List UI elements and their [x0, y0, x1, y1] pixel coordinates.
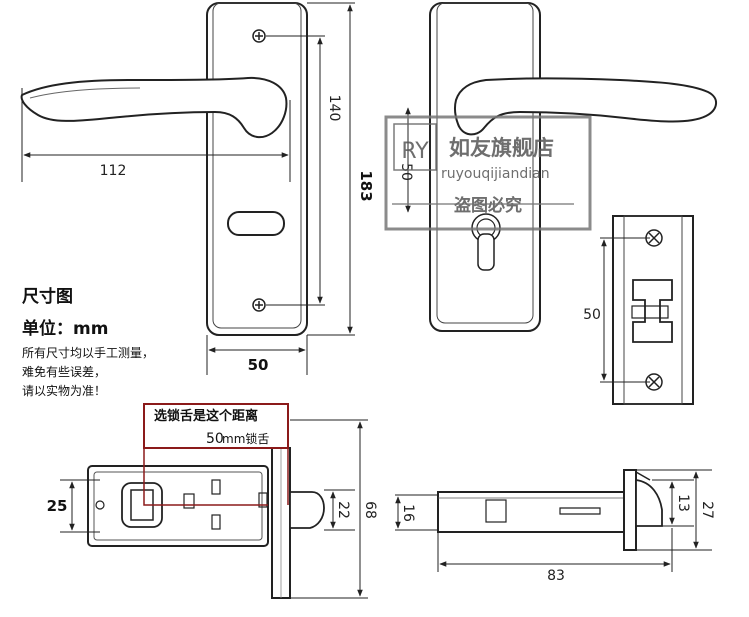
latch-case: [87, 465, 269, 547]
tongue-height-label: 16: [400, 504, 416, 522]
lever-handle: [453, 77, 717, 136]
strike-spacing-label: 50: [583, 307, 601, 323]
dimension-plate-height: 183: [307, 2, 375, 336]
latch-front-label: 22: [335, 501, 351, 519]
callout-value-number: 50: [206, 431, 224, 447]
screw-icon: [252, 298, 266, 312]
latch-height-label: 25: [47, 497, 68, 515]
latch-top-view: 83 13 27 16: [395, 469, 715, 584]
handle-height-label: 50: [398, 163, 414, 181]
dimension-handle-length: 112: [21, 88, 291, 182]
handle-length-label: 112: [100, 163, 127, 179]
escutcheon-plate: [206, 2, 308, 336]
tongue-height-2-label: 13: [675, 494, 691, 512]
info-note-line-3: 请以实物为准！: [22, 384, 107, 398]
info-unit: 单位：mm: [22, 319, 109, 339]
hole-spacing-label: 140: [326, 95, 342, 122]
strike-plate-view: 50: [583, 215, 694, 405]
lock-cylinder: [471, 213, 501, 271]
back-handle-view: 50: [398, 2, 717, 332]
dimension-plate-width: 50: [206, 335, 308, 375]
info-note-line-2: 难免有些误差，: [22, 365, 107, 379]
shop-logo: RY: [401, 139, 429, 164]
lever-handle: [20, 76, 288, 139]
callout-box: [143, 403, 289, 449]
info-title: 尺寸图: [22, 287, 73, 307]
front-handle-view: [20, 2, 308, 336]
shop-name: 如友旗舰店: [449, 136, 554, 160]
key-slot: [227, 211, 285, 236]
shop-watermark: RY 如友旗舰店 ruyouqijiandian 盗图必究: [384, 115, 592, 231]
latch-body-view: 选锁舌是这个距离 50 mm锁舌 25 22 68: [47, 403, 378, 599]
latch-depth-label: 83: [547, 568, 565, 584]
callout-value-text: mm锁舌: [222, 431, 269, 446]
info-note-line-1: 所有尺寸均以手工测量，: [22, 346, 155, 360]
shop-pinyin: ruyouqijiandian: [441, 166, 550, 182]
plate-height-label: 183: [357, 170, 375, 201]
faceplate-height-label: 27: [699, 501, 715, 519]
callout-title: 选锁舌是这个距离: [154, 408, 258, 424]
plate-width-label: 50: [248, 356, 269, 374]
screw-icon: [252, 29, 266, 43]
latch-plate-label: 68: [362, 501, 378, 519]
watermark-warning: 盗图必究: [454, 195, 522, 216]
dimension-hole-spacing: 140: [266, 35, 342, 306]
